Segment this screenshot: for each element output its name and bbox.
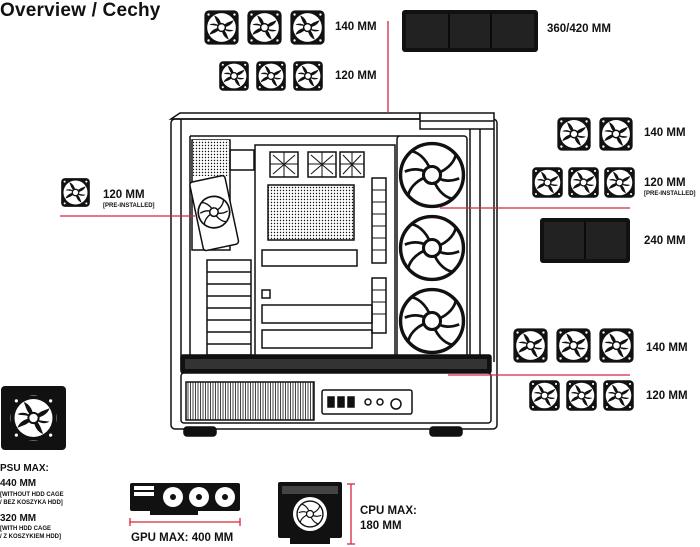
bottom-fans-120-label: 120 MM: [646, 390, 688, 402]
fan-icon: [603, 166, 636, 199]
side-fans-140-label: 140 MM: [644, 127, 686, 139]
psu-fan-icon: [1, 386, 66, 450]
fan-icon: [60, 177, 91, 208]
cpu-max-value: 180 MM: [360, 520, 402, 532]
page-title: Overview / Cechy: [0, 0, 161, 21]
psu-note-no-cage-2: / BEZ KOSZYKA HDD]: [0, 500, 63, 506]
psu-note-with-cage-2: / Z KOSZYKIEM HDD]: [0, 534, 61, 540]
gpu-max-label: GPU MAX: 400 MM: [131, 532, 234, 544]
gpu-icon: [130, 483, 240, 515]
radiator-icon: [402, 10, 538, 52]
fan-icon: [598, 327, 635, 364]
fan-icon: [292, 60, 324, 92]
gpu-dimension-line: [129, 518, 241, 526]
fan-icon: [567, 166, 600, 199]
case-side-fan-icon: [398, 214, 466, 282]
rear-fan-label: 120 MM: [103, 189, 145, 201]
case-side-fan-icon: [398, 287, 466, 355]
fan-icon: [531, 166, 564, 199]
fan-icon: [602, 379, 635, 412]
fan-icon: [203, 9, 240, 46]
fan-icon: [246, 9, 283, 46]
psu-note-with-cage-1: [WITH HDD CAGE: [0, 526, 51, 532]
fan-icon: [289, 9, 326, 46]
top-radiator-label: 360/420 MM: [547, 23, 611, 35]
side-fans-120-note: [PRE-INSTALLED]: [644, 191, 696, 197]
top-fans-120-label: 120 MM: [335, 70, 377, 82]
side-fans-120-label: 120 MM: [644, 177, 686, 189]
case-side-fan-icon: [398, 141, 466, 209]
side-radiator-label: 240 MM: [644, 235, 686, 247]
fan-icon: [556, 116, 592, 152]
psu-heading: PSU MAX:: [0, 463, 49, 474]
fan-icon: [512, 327, 549, 364]
fan-icon: [565, 379, 598, 412]
psu-note-no-cage-1: [WITHOUT HDD CAGE: [0, 492, 64, 498]
psu-value-with-cage: 320 MM: [0, 513, 37, 524]
pointer-lines: [60, 21, 630, 376]
fan-icon: [218, 60, 250, 92]
cpu-dimension-line: [347, 483, 355, 545]
bottom-fans-140-label: 140 MM: [646, 342, 688, 354]
fan-icon: [598, 116, 634, 152]
radiator-icon: [540, 218, 630, 263]
cpu-cooler-icon: [278, 482, 342, 544]
top-fans-140-label: 140 MM: [335, 21, 377, 33]
rear-fan-note: [PRE-INSTALLED]: [103, 203, 155, 209]
fan-icon: [555, 327, 592, 364]
fan-icon: [255, 60, 287, 92]
fan-icon: [528, 379, 561, 412]
psu-value-no-cage: 440 MM: [0, 478, 37, 489]
cpu-max-label: CPU MAX:: [360, 505, 417, 517]
